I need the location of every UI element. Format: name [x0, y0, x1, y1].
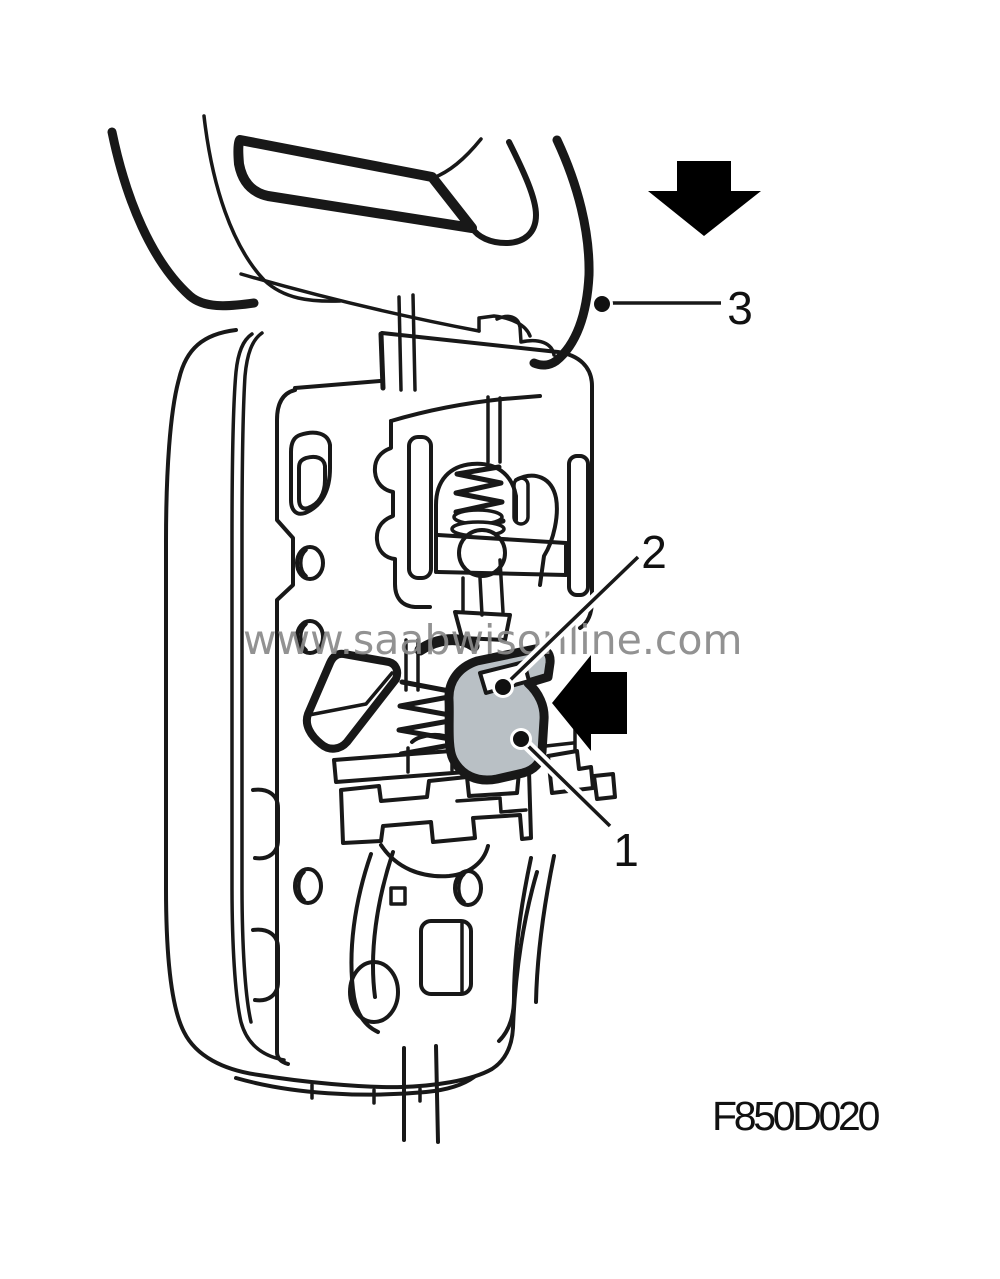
figure-code: F850D020	[712, 1093, 880, 1139]
lock-body-outline	[164, 272, 556, 1105]
down-arrow-icon	[648, 161, 761, 236]
lock-mechanism-details	[289, 293, 617, 1144]
callout-3-leader	[591, 293, 727, 315]
left-arrow-icon	[552, 655, 627, 751]
callout-2-label: 2	[641, 526, 667, 578]
callout-1-leader	[510, 728, 616, 832]
watermark-text: www.saabwisonline.com	[243, 616, 743, 664]
callout-3-label: 3	[727, 282, 753, 334]
door-handle-outline	[107, 114, 594, 370]
callout-1-label: 1	[613, 824, 639, 876]
rivet-holes	[293, 545, 483, 907]
callout-2-leader	[492, 551, 644, 698]
